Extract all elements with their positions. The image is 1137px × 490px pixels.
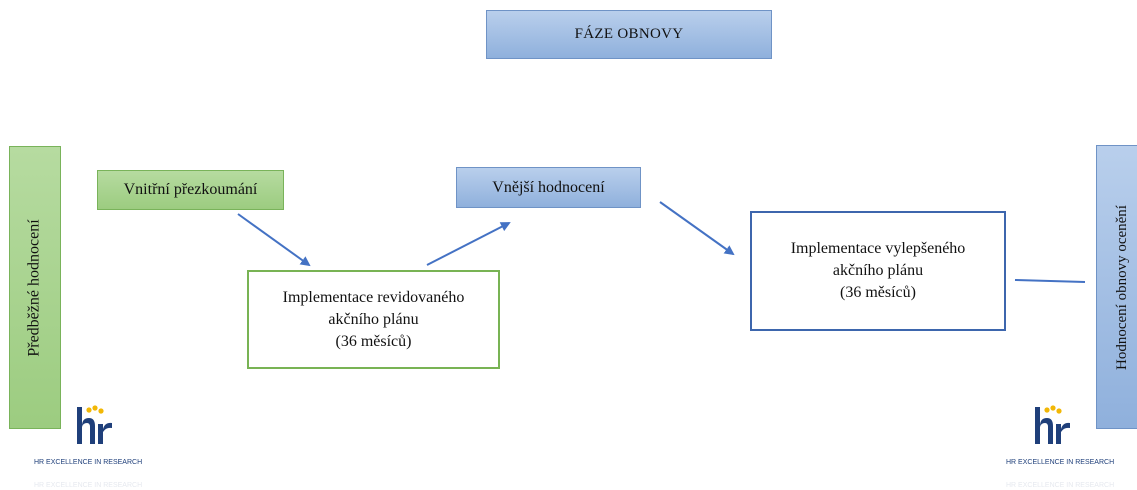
arrow-implementation-to-external xyxy=(426,222,511,266)
hr-logo-caption: HR EXCELLENCE IN RESEARCH xyxy=(34,459,143,466)
connector-improved-to-renewal xyxy=(1014,279,1086,283)
renewal-evaluation-bar: Hodnocení obnovy ocenění xyxy=(1096,145,1137,429)
hr-excellence-logo-right: HR EXCELLENCE IN RESEARCH HR EXCELLENCE … xyxy=(984,400,1114,490)
preliminary-evaluation-bar: Předběžné hodnocení xyxy=(9,146,61,429)
arrow-internal-to-implementation xyxy=(237,213,311,267)
hr-logo-icon xyxy=(1035,405,1070,444)
impl-revised-line1: Implementace revidovaného xyxy=(282,288,465,306)
hr-logo-caption: HR EXCELLENCE IN RESEARCH xyxy=(1006,459,1115,466)
impl-revised-line3: (36 měsíců) xyxy=(335,332,412,350)
impl-revised-line2: akčního plánu xyxy=(328,310,419,328)
external-evaluation-label: Vnější hodnocení xyxy=(492,178,605,196)
external-evaluation-node: Vnější hodnocení xyxy=(456,167,641,208)
implementation-revised-plan-node: Implementace revidovaného akčního plánu … xyxy=(247,270,500,369)
impl-improved-line3: (36 měsíců) xyxy=(840,284,916,301)
internal-review-label: Vnitřní přezkoumání xyxy=(123,181,258,198)
arrow-external-to-improved xyxy=(659,201,735,256)
hr-logo-caption-reflection: HR EXCELLENCE IN RESEARCH xyxy=(34,482,143,489)
implementation-improved-plan-node: Implementace vylepšeného akčního plánu (… xyxy=(750,211,1006,331)
hr-logo-icon xyxy=(77,405,112,444)
impl-improved-line1: Implementace vylepšeného xyxy=(790,240,966,257)
phase-title-text: FÁZE OBNOVY xyxy=(574,26,684,42)
impl-improved-line2: akčního plánu xyxy=(832,262,924,279)
hr-excellence-logo-left: HR EXCELLENCE IN RESEARCH HR EXCELLENCE … xyxy=(30,400,160,490)
hr-logo-caption-reflection: HR EXCELLENCE IN RESEARCH xyxy=(1006,482,1115,489)
internal-review-node: Vnitřní přezkoumání xyxy=(97,170,284,210)
phase-title: FÁZE OBNOVY xyxy=(486,10,772,59)
